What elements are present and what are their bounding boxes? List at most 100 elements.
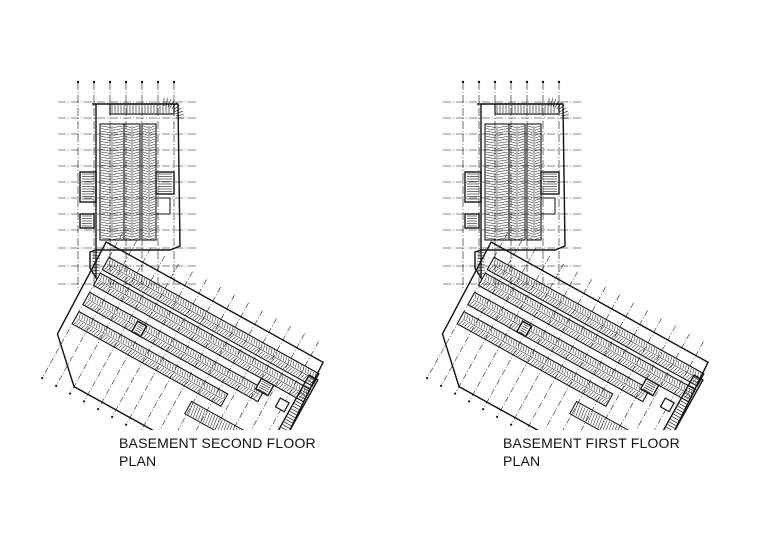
- core-lower-b-box: [515, 320, 533, 338]
- grid-bubble: [41, 376, 44, 380]
- grid-bubble: [509, 80, 513, 84]
- grid-bubble: [525, 80, 529, 84]
- parking-band-outline: [82, 291, 266, 403]
- parking-block-lower: [184, 400, 263, 430]
- grid-bubble: [461, 80, 465, 84]
- grid-bubble: [426, 376, 429, 380]
- grid-bubble: [111, 415, 114, 418]
- grid-bubble: [124, 80, 128, 84]
- core-lower-a-box: [254, 377, 275, 397]
- plan-title-first-line2: PLAN: [503, 453, 541, 469]
- parking-block-lower: [569, 400, 648, 430]
- core-lower-c: [274, 397, 290, 413]
- parking-band-vertical: [484, 123, 510, 241]
- parking-band-diagonal: [477, 272, 696, 403]
- grid-bubble: [510, 423, 513, 426]
- parking-block-lower-outline: [184, 400, 263, 430]
- core-left: [464, 171, 482, 229]
- grid-bubble: [108, 80, 112, 84]
- core-right-box: [540, 171, 560, 195]
- parking-band-diagonal: [71, 310, 229, 408]
- plan-title-second: BASEMENT SECOND FLOOR PLAN: [119, 434, 316, 470]
- top-ramp-box: [109, 103, 175, 115]
- core-right-box: [155, 171, 175, 195]
- parking-band-diagonal: [82, 291, 266, 403]
- grid-line-rotated: [609, 333, 690, 430]
- end-ramp-box: [634, 374, 704, 430]
- grid-bubble: [482, 408, 485, 411]
- parking-band-outline: [71, 310, 229, 408]
- parking-band-outline: [508, 123, 526, 241]
- grid-bubble: [454, 392, 457, 395]
- core-right: [155, 171, 175, 215]
- core-lower-b-box: [130, 320, 148, 338]
- grid-bubble: [125, 423, 128, 426]
- core-right: [540, 171, 560, 215]
- core-left-box: [464, 171, 482, 203]
- parking-band-vertical: [123, 123, 141, 241]
- core-lower-c-box: [659, 397, 675, 413]
- top-ramp: [494, 98, 569, 119]
- grid-bubble: [477, 80, 481, 84]
- core-left-lower: [464, 213, 480, 229]
- grid-line-rotated: [238, 341, 319, 430]
- parking-band-outline: [101, 256, 320, 387]
- grid-bubble: [140, 80, 144, 84]
- grid-bubble: [83, 400, 86, 403]
- grid-bubble: [172, 80, 176, 84]
- floor-plan-drawing-second: [41, 80, 324, 430]
- core-lower-c-box: [274, 397, 290, 413]
- grid-bubble: [496, 415, 499, 418]
- lower-wing: [41, 232, 324, 430]
- core-left-lower: [79, 213, 95, 229]
- parking-band-vertical: [141, 123, 157, 241]
- grid-line-rotated: [224, 333, 305, 430]
- grid-bubble: [92, 80, 96, 84]
- plan-basement-first-floor: [385, 0, 768, 430]
- grid-bubble: [541, 80, 545, 84]
- end-ramp: [249, 374, 319, 430]
- parking-band-outline: [467, 291, 651, 403]
- plan-title-first-line1: BASEMENT FIRST FLOOR: [503, 435, 680, 451]
- grid-bubble: [468, 400, 471, 403]
- grid-bubble: [557, 80, 561, 84]
- core-right-lower: [540, 197, 556, 215]
- grid-bubble: [440, 384, 443, 387]
- grid-bubble: [156, 80, 160, 84]
- grid-line-rotated: [623, 341, 704, 430]
- core-left-box: [79, 171, 97, 203]
- plan-basement-second-floor: [0, 0, 384, 430]
- core-lower-a-box: [639, 377, 660, 397]
- core-lower-a: [639, 377, 660, 397]
- grid-bubble: [55, 384, 58, 387]
- top-ramp-box: [494, 103, 560, 115]
- top-ramp: [109, 98, 184, 119]
- end-ramp: [634, 374, 704, 430]
- floor-plan-drawing-first: [426, 80, 709, 430]
- grid-bubble: [69, 392, 72, 395]
- parking-band-outline: [477, 272, 696, 403]
- core-left: [79, 171, 97, 229]
- plan-group-second: [41, 80, 324, 430]
- core-lower-a: [254, 377, 275, 397]
- parking-band-outline: [123, 123, 141, 241]
- lower-wing-outline: [56, 241, 324, 430]
- parking-block-lower-outline: [569, 400, 648, 430]
- grid-bubble: [493, 80, 497, 84]
- plan-group-first: [426, 80, 709, 430]
- core-lower-b: [130, 320, 148, 338]
- parking-band-outline: [92, 272, 311, 403]
- parking-band-diagonal: [456, 310, 614, 408]
- parking-band-outline: [486, 256, 705, 387]
- core-right-lower: [155, 197, 171, 215]
- parking-band-diagonal: [486, 256, 705, 387]
- parking-band-outline: [456, 310, 614, 408]
- parking-band-vertical: [99, 123, 125, 241]
- parking-band-diagonal: [467, 291, 651, 403]
- core-lower-b: [515, 320, 533, 338]
- plan-title-first: BASEMENT FIRST FLOOR PLAN: [503, 434, 680, 470]
- grid-bubble: [97, 408, 100, 411]
- grid-bubble: [76, 80, 80, 84]
- lower-wing: [426, 232, 709, 430]
- plan-title-second-line1: BASEMENT SECOND FLOOR: [119, 435, 316, 451]
